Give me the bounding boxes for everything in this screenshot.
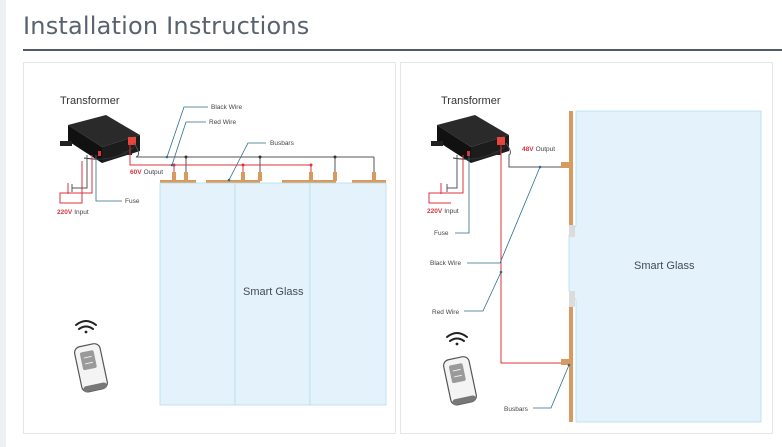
fuse-label: Fuse — [434, 230, 449, 237]
smart-glass-panels — [159, 182, 387, 406]
transformer-box-icon — [431, 115, 509, 163]
input-wiring — [428, 155, 464, 204]
smart-glass-label: Smart Glass — [634, 260, 695, 272]
diagram-panel-multi-glass: Transformer — [23, 62, 396, 434]
transformer-label: Transformer — [60, 95, 120, 107]
busbars-label: Busbars — [270, 140, 295, 147]
red-wire — [500, 143, 565, 364]
output-voltage: 48V — [522, 146, 534, 153]
black-wire-label: Black Wire — [211, 104, 242, 111]
fuse-label: Fuse — [125, 198, 140, 205]
leader-lines — [95, 106, 266, 202]
transformer-label: Transformer — [441, 95, 501, 107]
remote-control-icon — [442, 356, 477, 406]
input-text: Input — [74, 209, 89, 216]
diagram-panel-single-glass: Transformer — [400, 62, 773, 434]
leader-lines — [455, 155, 570, 409]
glass-notch-bottom — [569, 291, 575, 307]
input-voltage: 220V — [427, 208, 443, 215]
output-voltage: 60V — [130, 169, 142, 176]
busbars-label: Busbars — [504, 406, 529, 413]
wiring-diagram-left: Transformer — [57, 95, 387, 406]
wifi-icon — [446, 332, 468, 346]
red-wire-label: Red Wire — [432, 309, 459, 316]
wifi-icon — [75, 320, 97, 334]
title-divider — [23, 49, 782, 51]
glass-notch-top — [569, 225, 575, 237]
busbars — [160, 172, 386, 183]
input-text: Input — [444, 208, 459, 215]
red-wire-label: Red Wire — [209, 119, 236, 126]
input-voltage: 220V — [57, 209, 73, 216]
input-wiring — [59, 155, 93, 204]
page-left-edge — [0, 0, 6, 447]
busbars — [561, 111, 573, 422]
page-title: Installation Instructions — [23, 12, 310, 40]
output-text: Output — [144, 169, 164, 176]
wiring-diagram-right: Transformer — [427, 95, 762, 423]
smart-glass-label: Smart Glass — [243, 286, 304, 298]
black-wire-label: Black Wire — [430, 260, 461, 267]
remote-control-icon — [73, 343, 108, 393]
transformer-box-icon — [60, 115, 140, 163]
output-text: Output — [536, 146, 556, 153]
